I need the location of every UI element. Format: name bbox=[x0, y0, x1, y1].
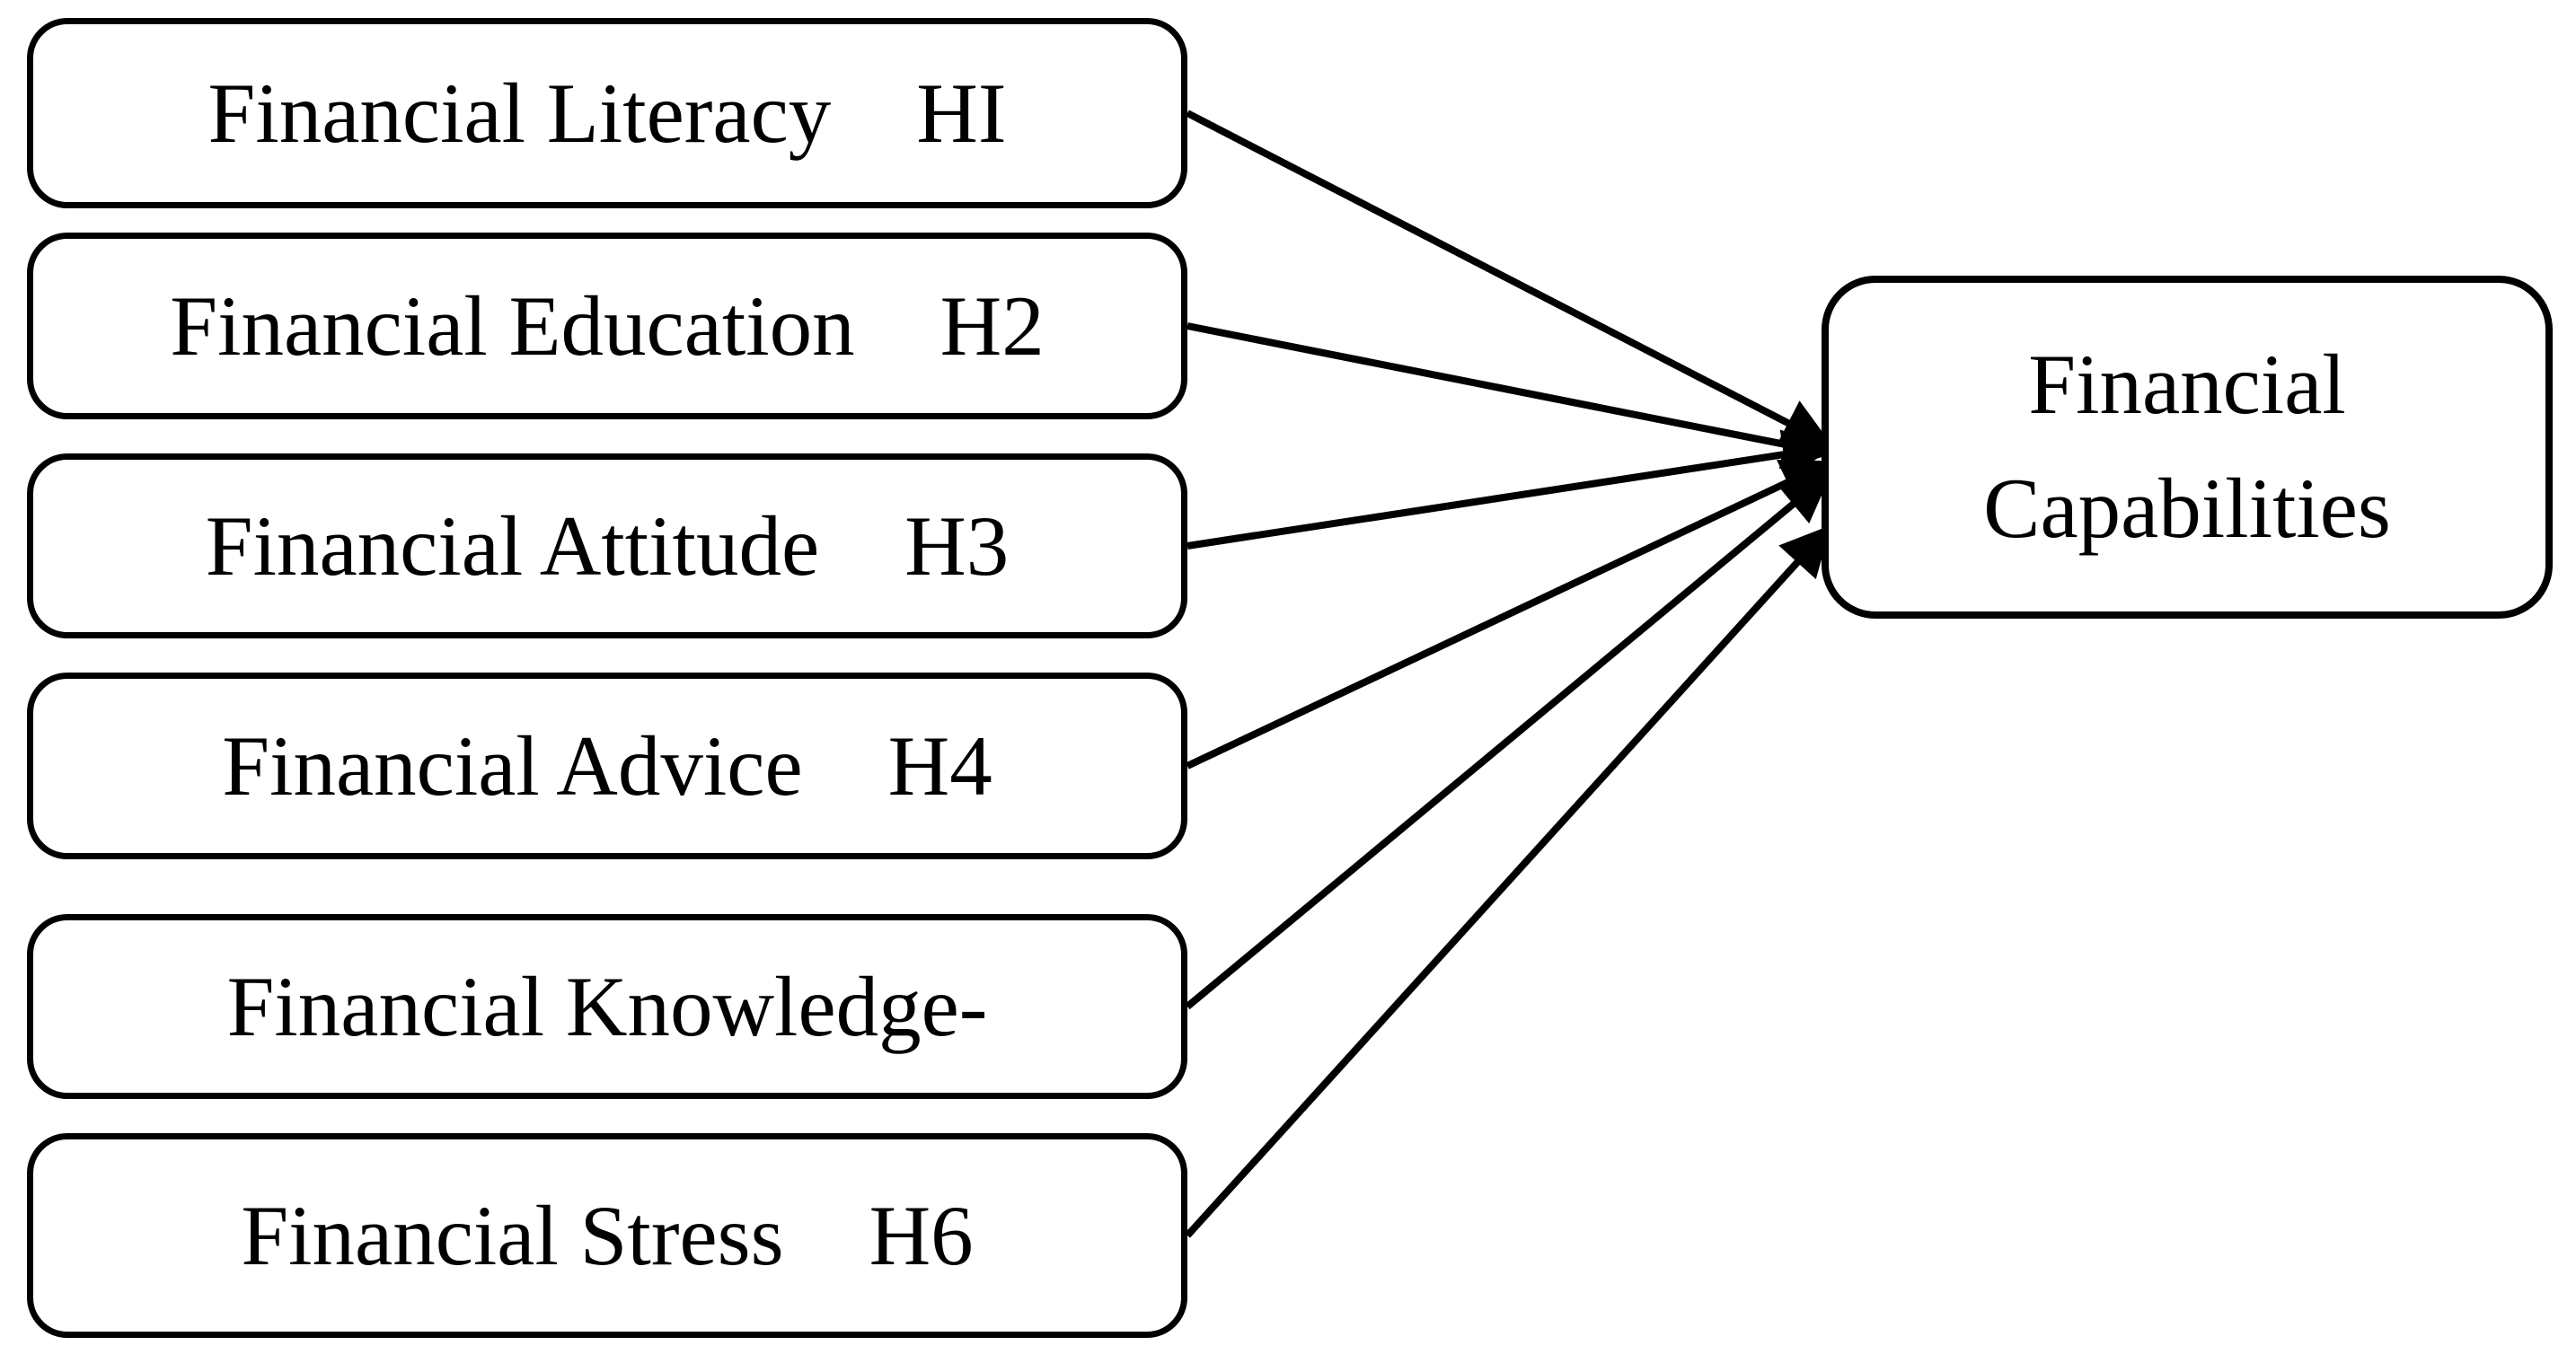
hypothesis-code: H6 bbox=[869, 1188, 974, 1283]
outcome-label-line2: Capabilities bbox=[1983, 461, 2391, 556]
predictor-label: Financial Knowledge- bbox=[226, 959, 988, 1054]
predictor-label: Financial Literacy bbox=[207, 66, 832, 161]
arrow-3 bbox=[1187, 429, 1834, 550]
arrow-4 bbox=[1186, 460, 1833, 770]
hypothesis-code: HI bbox=[916, 66, 1007, 161]
predictor-box-financial-education: Financial Education H2 bbox=[27, 233, 1187, 419]
arrow-5 bbox=[1185, 471, 1832, 1010]
arrow-6 bbox=[1185, 524, 1831, 1238]
hypothesis-code: H4 bbox=[887, 718, 992, 814]
predictor-label: Financial Education bbox=[170, 278, 855, 374]
predictor-box-financial-stress: Financial Stress H6 bbox=[27, 1133, 1187, 1338]
predictor-box-financial-literacy: Financial Literacy HI bbox=[27, 18, 1187, 208]
predictor-label: Financial Stress bbox=[241, 1188, 784, 1283]
predictor-label: Financial Advice bbox=[222, 718, 803, 814]
outcome-box-financial-capabilities: Financial Capabilities bbox=[1822, 276, 2553, 619]
predictor-box-financial-knowledge: Financial Knowledge- bbox=[27, 914, 1187, 1099]
hypothesis-code: H2 bbox=[940, 278, 1045, 374]
predictor-label: Financial Attitude bbox=[205, 498, 820, 594]
predictor-box-financial-attitude: Financial Attitude H3 bbox=[27, 453, 1187, 638]
arrow-1 bbox=[1186, 110, 1833, 446]
arrow-2 bbox=[1187, 322, 1834, 470]
hypothesis-code: H3 bbox=[904, 498, 1010, 594]
outcome-label-line1: Financial bbox=[2028, 337, 2346, 433]
predictor-box-financial-advice: Financial Advice H4 bbox=[27, 673, 1187, 859]
